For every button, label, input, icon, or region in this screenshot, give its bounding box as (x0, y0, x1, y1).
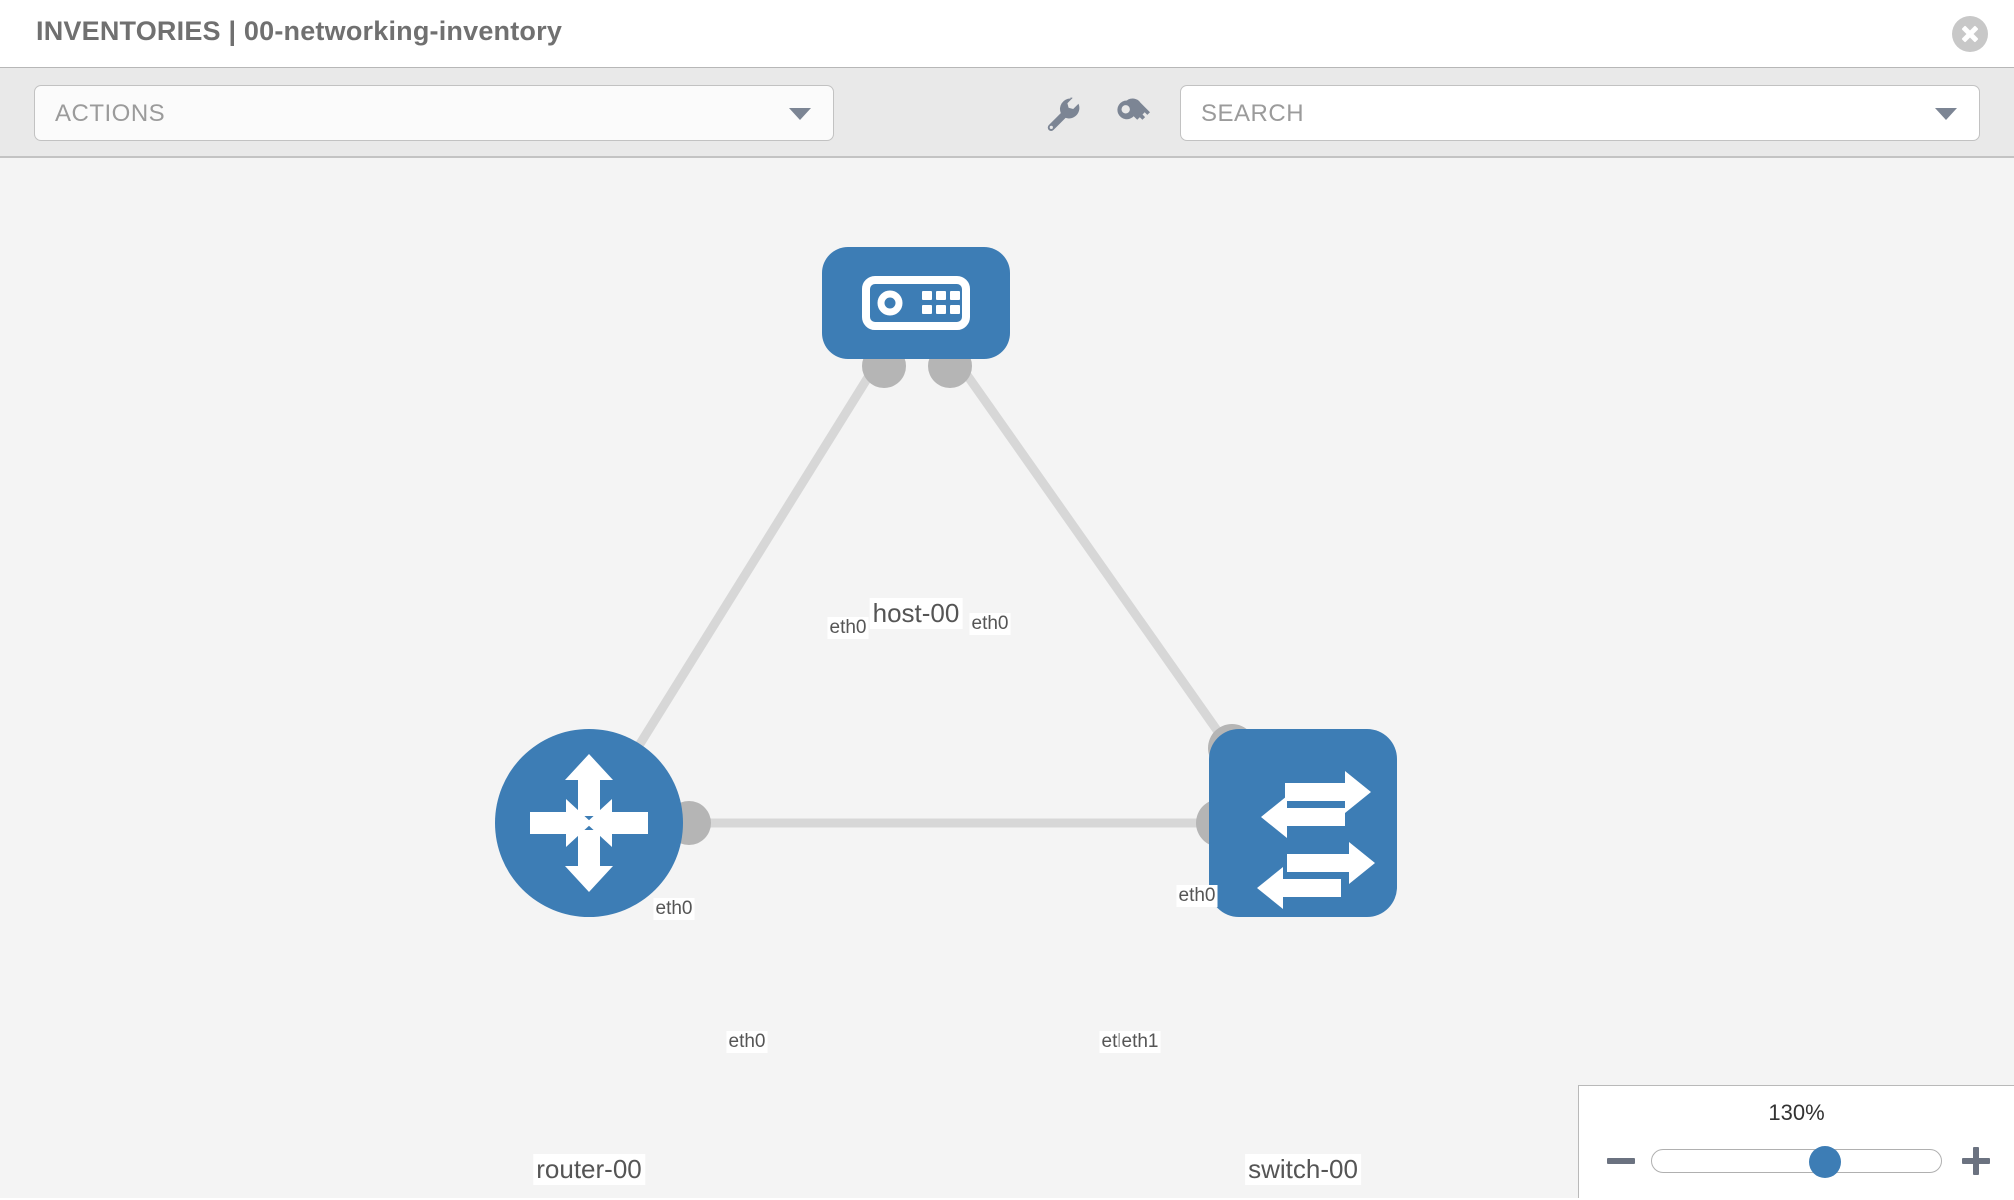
plus-icon-stroke-v (1973, 1147, 1979, 1175)
topology-graph[interactable] (0, 158, 2014, 1198)
page-header: INVENTORIES | 00-networking-inventory (0, 0, 2014, 68)
minus-icon[interactable] (1605, 1145, 1637, 1177)
close-icon[interactable] (1952, 16, 1988, 52)
router-arrows-icon (530, 754, 648, 892)
iface-label: eth0 (726, 1031, 768, 1053)
link-host-00-switch-00 (951, 355, 1249, 773)
zoom-level-value: 130% (1768, 1100, 1825, 1125)
iface-label: eth1 (1119, 1031, 1161, 1053)
page-title: INVENTORIES | 00-networking-inventory (36, 16, 563, 46)
chevron-down-icon (789, 108, 811, 120)
node-label-host-00: host-00 (869, 598, 963, 629)
iface-label: eth0 (653, 898, 695, 920)
switch-arrows-icon (1257, 771, 1375, 909)
search-placeholder: SEARCH (1201, 100, 1305, 127)
chevron-down-icon (1935, 108, 1957, 120)
node-label-switch-00: switch-00 (1245, 1154, 1361, 1185)
zoom-slider[interactable] (1651, 1146, 1942, 1178)
server-icon (862, 276, 970, 330)
node-switch-00[interactable] (1209, 729, 1397, 917)
toolbar: ACTIONS SEARCH (0, 68, 2014, 158)
zoom-slider-thumb[interactable] (1809, 1146, 1842, 1178)
plus-icon[interactable] (1960, 1145, 1992, 1177)
minus-icon-stroke (1607, 1158, 1635, 1164)
actions-dropdown-label: ACTIONS (55, 100, 166, 127)
iface-label: eth0 (1176, 885, 1218, 907)
key-icon[interactable] (1110, 92, 1154, 136)
node-router-00[interactable] (495, 729, 683, 917)
topology-links (621, 355, 1249, 828)
wrench-icon[interactable] (1040, 92, 1084, 136)
search-input[interactable]: SEARCH (1180, 85, 1980, 141)
topology-canvas[interactable]: eth0 eth0 eth0 eth0 eth0 eth0 eth1 host-… (0, 158, 2014, 1198)
iface-label: eth0 (827, 617, 869, 639)
link-router-00-host-00 (621, 355, 884, 771)
node-label-router-00: router-00 (533, 1154, 645, 1185)
iface-label: eth0 (969, 613, 1011, 635)
zoom-control-panel: 130% (1578, 1085, 2014, 1198)
zoom-slider-row (1579, 1140, 2014, 1182)
node-host-00[interactable] (822, 247, 1010, 359)
actions-dropdown[interactable]: ACTIONS (34, 85, 834, 141)
topology-ports (602, 344, 1256, 847)
